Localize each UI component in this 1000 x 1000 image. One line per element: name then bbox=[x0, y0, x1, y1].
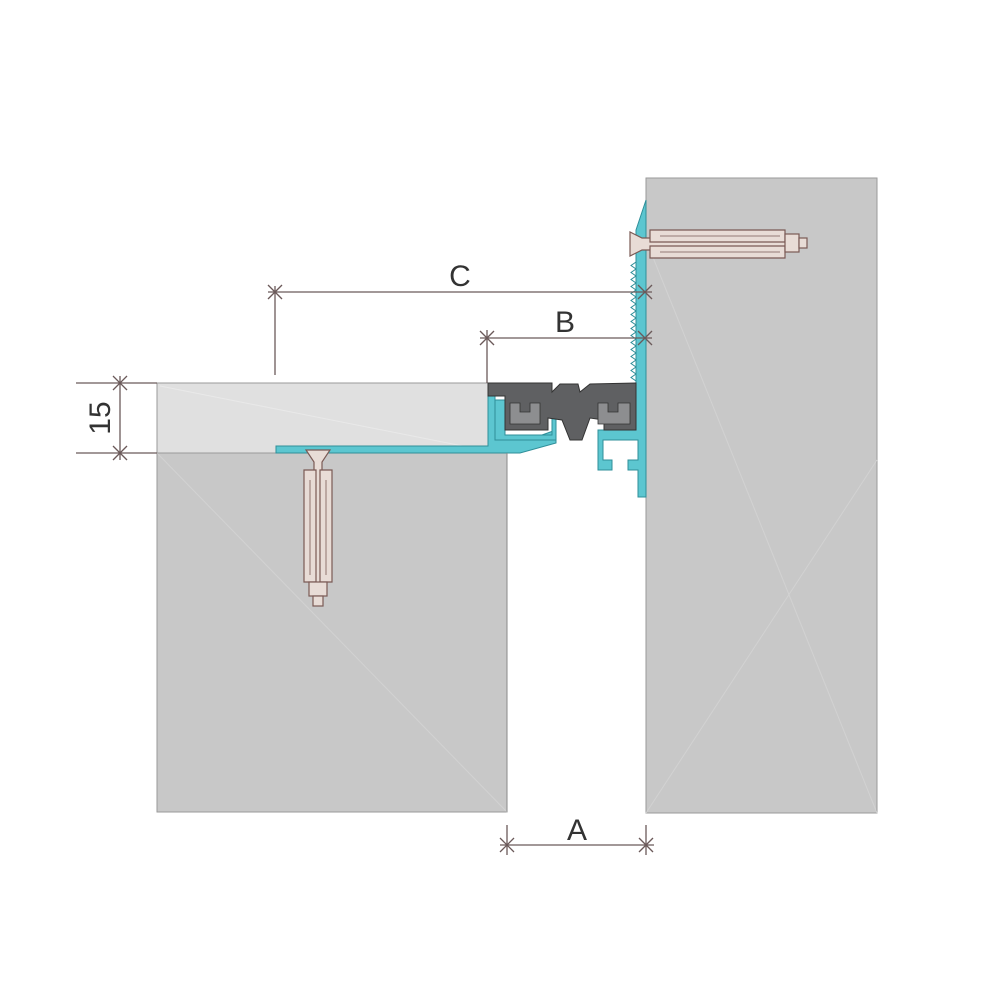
serration-tooth bbox=[630, 338, 637, 347]
dimension-thickness: 15 bbox=[76, 375, 157, 461]
serration-tooth bbox=[630, 324, 637, 333]
dimension-b: B bbox=[479, 306, 653, 383]
serration-tooth bbox=[630, 296, 637, 305]
rubber-insert-slot-left bbox=[509, 402, 541, 425]
serration-tooth bbox=[630, 289, 637, 298]
expansion-anchor-icon bbox=[303, 449, 333, 607]
serration-tooth bbox=[630, 303, 637, 312]
rubber-insert-slot-right bbox=[597, 402, 631, 425]
serration-tooth bbox=[630, 282, 637, 291]
left-base-shade-line bbox=[156, 452, 508, 813]
serration-tooth bbox=[630, 352, 637, 361]
serration-tooth bbox=[630, 275, 637, 284]
serration-tooth bbox=[630, 359, 637, 368]
right-aluminium-profile bbox=[597, 199, 647, 498]
slab-shade-line bbox=[159, 385, 489, 452]
dimension-a: A bbox=[499, 814, 654, 855]
serration-tooth bbox=[630, 310, 637, 319]
right-wall-shade-line-2 bbox=[645, 459, 878, 814]
serration-tooth bbox=[630, 373, 637, 382]
dimension-c: C bbox=[267, 260, 653, 375]
dimension-a-label: A bbox=[567, 814, 587, 847]
right-wall-shade-line bbox=[645, 239, 878, 814]
serration-tooth bbox=[630, 345, 637, 354]
dimension-b-label: B bbox=[555, 306, 575, 339]
expansion-anchor-icon bbox=[629, 229, 808, 259]
serration-tooth bbox=[630, 268, 637, 277]
dimension-c-label: C bbox=[449, 260, 471, 293]
right-concrete-wall bbox=[645, 177, 878, 814]
serration-tooth bbox=[630, 366, 637, 375]
dimension-thickness-label: 15 bbox=[84, 401, 117, 434]
wall-plate-serrations bbox=[630, 261, 637, 382]
serration-tooth bbox=[630, 261, 637, 270]
serration-tooth bbox=[630, 317, 637, 326]
